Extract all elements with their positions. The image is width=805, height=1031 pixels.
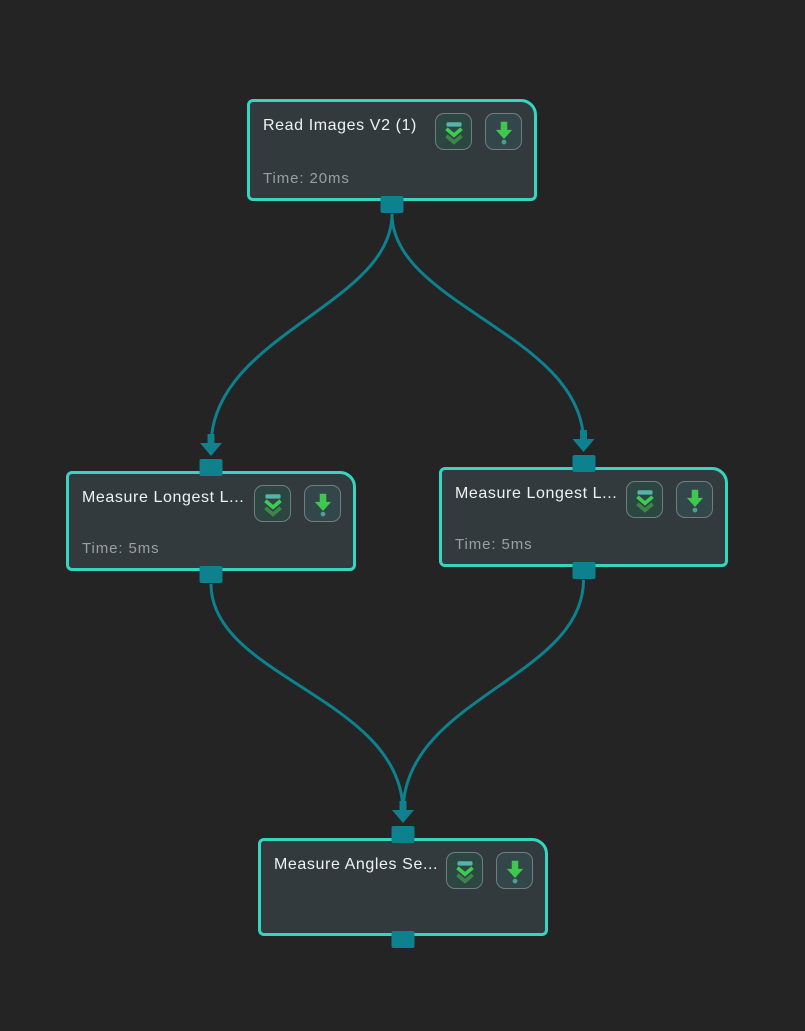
expand-node-button[interactable] <box>626 481 663 518</box>
node-measure-angles[interactable]: Measure Angles Se... <box>258 826 548 948</box>
show-result-button[interactable] <box>304 485 341 522</box>
output-port[interactable] <box>572 562 595 579</box>
node-button-group <box>254 485 341 522</box>
edge-read-images-to-measure-right[interactable] <box>390 213 585 443</box>
node-execution-time: Time: 5ms <box>82 540 160 557</box>
expand-node-button[interactable] <box>435 113 472 150</box>
node-title: Measure Angles Se... <box>274 856 439 873</box>
edge-measure-left-to-measure-angles[interactable] <box>209 583 405 813</box>
edge-read-images-to-measure-left[interactable] <box>209 213 394 447</box>
node-button-group <box>446 852 533 889</box>
node-title: Measure Longest L... <box>82 489 245 506</box>
node-button-group <box>435 113 522 150</box>
node-execution-time: Time: 5ms <box>455 536 533 553</box>
double-chevron-down-icon <box>441 119 467 145</box>
show-result-button[interactable] <box>496 852 533 889</box>
output-port[interactable] <box>391 931 415 948</box>
expand-node-button[interactable] <box>254 485 291 522</box>
node-title: Read Images V2 (1) <box>263 117 417 134</box>
input-port[interactable] <box>391 826 415 843</box>
double-chevron-down-icon <box>452 858 478 884</box>
show-result-button[interactable] <box>485 113 522 150</box>
edge-measure-right-to-measure-angles[interactable] <box>401 579 585 813</box>
double-chevron-down-icon <box>632 487 658 513</box>
input-port[interactable] <box>572 455 595 472</box>
node-title: Measure Longest L... <box>455 485 618 502</box>
green-down-arrow-with-dot-icon <box>682 487 708 513</box>
output-port[interactable] <box>380 196 404 213</box>
green-down-arrow-with-dot-icon <box>491 119 517 145</box>
node-execution-time: Time: 20ms <box>263 170 350 187</box>
node-measure-longest-left[interactable]: Measure Longest L... <box>66 459 356 583</box>
expand-node-button[interactable] <box>446 852 483 889</box>
output-port[interactable] <box>199 566 223 583</box>
input-port[interactable] <box>199 459 223 476</box>
node-measure-longest-right[interactable]: Measure Longest L... <box>439 455 728 579</box>
node-read-images-v2[interactable]: Read Images V2 (1) <box>247 99 537 213</box>
double-chevron-down-icon <box>260 491 286 517</box>
node-button-group <box>626 481 713 518</box>
green-down-arrow-with-dot-icon <box>502 858 528 884</box>
green-down-arrow-with-dot-icon <box>310 491 336 517</box>
show-result-button[interactable] <box>676 481 713 518</box>
